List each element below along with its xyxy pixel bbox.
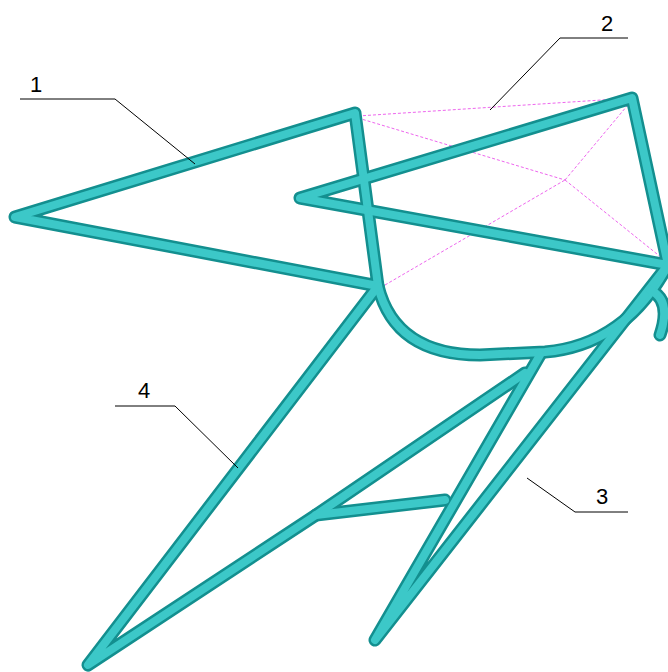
tubes (15, 98, 668, 665)
callout-number: 1 (30, 74, 42, 96)
callout-number: 2 (601, 13, 613, 35)
leader-lines (20, 38, 628, 512)
callout-number: 3 (596, 486, 608, 508)
callout-number: 4 (138, 380, 150, 402)
